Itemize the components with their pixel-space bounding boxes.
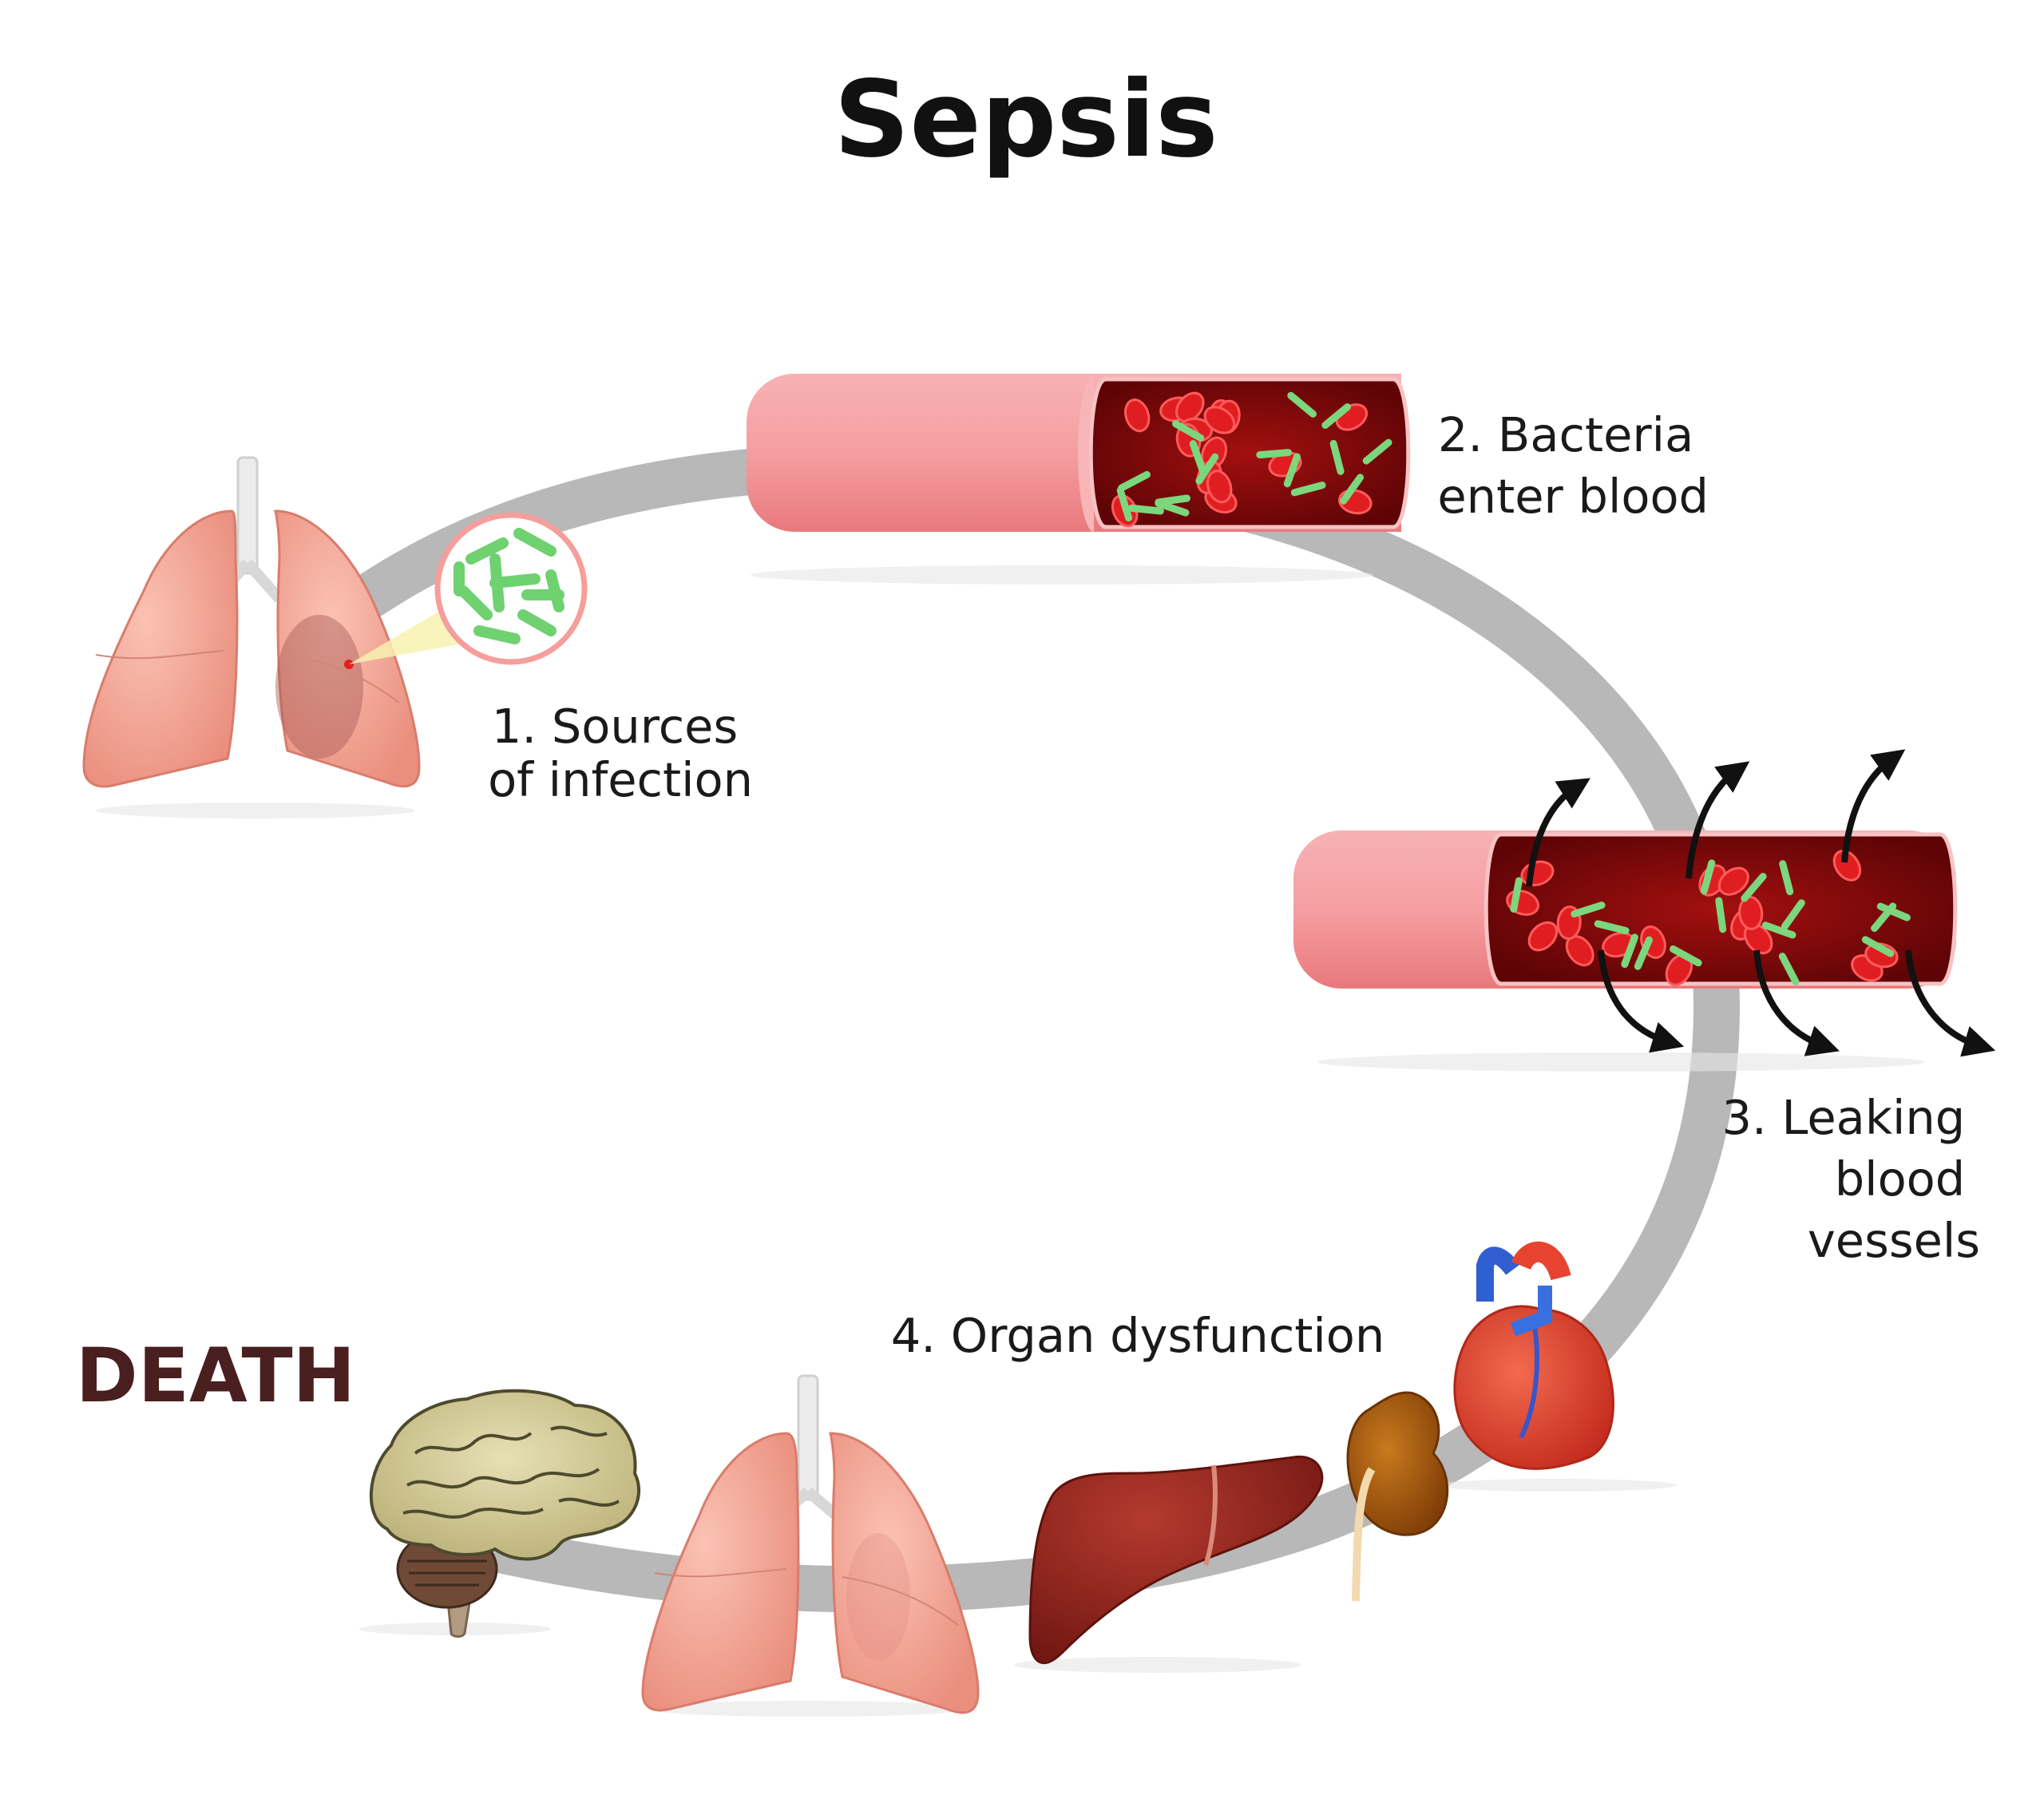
bacterium: [1340, 474, 1365, 505]
brain-icon: [370, 1389, 640, 1638]
bacterium: [1781, 899, 1805, 930]
bacterium: [1290, 481, 1326, 497]
bacterium: [1741, 873, 1767, 902]
leak-arrow-icon: [1598, 949, 1685, 1053]
bacterium: [1283, 453, 1301, 488]
bacterium: [1171, 420, 1205, 442]
red-blood-cell: [1832, 850, 1862, 882]
leak-arrows: [1526, 749, 1996, 1057]
vessel-1-cells: [1111, 391, 1392, 528]
red-blood-cell: [1717, 866, 1749, 896]
bacterium: [1700, 859, 1716, 895]
leak-arrow-icon: [1905, 949, 1996, 1057]
red-blood-cell: [1206, 470, 1233, 504]
bacterium: [1116, 486, 1133, 522]
red-blood-cell: [1175, 391, 1205, 423]
bacterium: [1510, 877, 1523, 913]
heart-icon: [1453, 1241, 1614, 1470]
infected-lungs-icon: [82, 456, 421, 788]
death-label: DEATH: [76, 1333, 355, 1420]
bacterium: [1871, 902, 1897, 932]
step-1-label: 1. Sources of infection: [488, 699, 753, 807]
bacterium: [1778, 953, 1800, 985]
bacterium: [1256, 449, 1293, 459]
bacterium: [1362, 438, 1392, 465]
leak-arrow-icon: [1686, 761, 1750, 879]
lungs-icon: [641, 1374, 980, 1714]
leak-arrow-icon: [1841, 749, 1906, 863]
bacterium: [1118, 470, 1151, 492]
kidney-icon: [1346, 1391, 1449, 1602]
leaking-vessel-icon: [1293, 830, 1958, 989]
red-blood-cell: [1124, 398, 1151, 433]
step-3-label: 3. Leaking blood vessels: [1721, 1090, 1980, 1268]
bacteria-magnifier-icon: [349, 512, 588, 665]
bacterium: [1761, 921, 1796, 939]
liver-icon: [1028, 1455, 1324, 1664]
leak-arrow-icon: [1753, 949, 1840, 1056]
bacterium: [1127, 504, 1164, 515]
bacterium: [1571, 902, 1606, 917]
vessel-2-cells: [1506, 850, 1911, 986]
bacterium: [1621, 933, 1638, 969]
page-title: Sepsis: [834, 58, 1218, 181]
red-blood-cell: [1203, 406, 1236, 434]
bacterium: [1779, 860, 1794, 896]
bacterium: [1634, 936, 1653, 970]
step-4-label: 4. Organ dysfunction: [891, 1308, 1385, 1363]
bacterium: [1861, 936, 1895, 957]
bacterium: [1329, 440, 1345, 475]
bacterium: [1321, 403, 1351, 429]
red-blood-cell: [1527, 921, 1559, 952]
bacterium: [1876, 902, 1911, 921]
bacterium: [1670, 945, 1702, 967]
bacterium: [1189, 440, 1206, 475]
bacterium: [1195, 453, 1219, 485]
bacterium: [1155, 500, 1190, 517]
step-2-label: 2. Bacteria enter blood: [1437, 407, 1709, 524]
leak-arrow-icon: [1526, 778, 1590, 887]
bacterium: [1594, 920, 1630, 934]
blood-vessel-icon: [747, 374, 1411, 532]
bacterium: [1715, 897, 1727, 933]
bacterium: [1287, 391, 1317, 418]
